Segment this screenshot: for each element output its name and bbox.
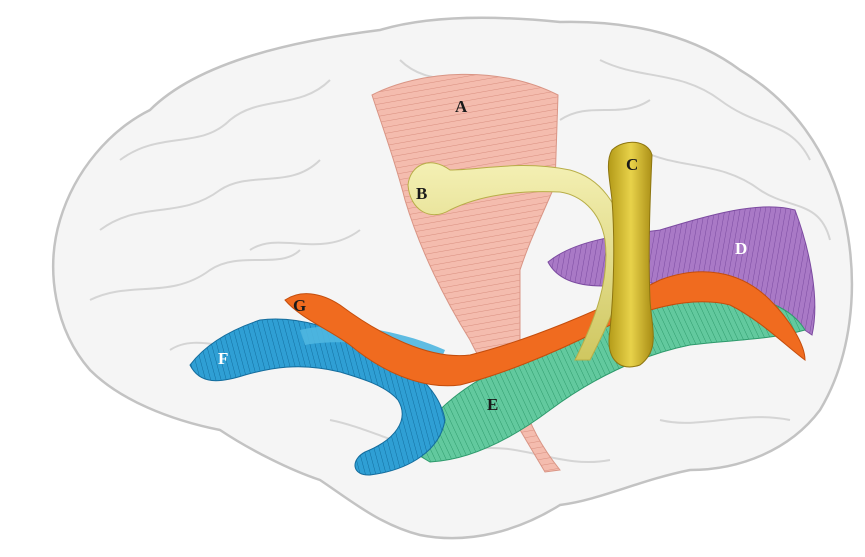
- label-c: C: [626, 155, 638, 174]
- tract-c: [607, 141, 654, 368]
- label-g: G: [293, 296, 306, 315]
- label-e: E: [487, 395, 498, 414]
- label-d: D: [735, 239, 747, 258]
- label-b: B: [416, 184, 427, 203]
- label-a: A: [455, 97, 468, 116]
- tract-b: [407, 162, 627, 361]
- label-f: F: [218, 349, 228, 368]
- tract-g: [284, 271, 806, 387]
